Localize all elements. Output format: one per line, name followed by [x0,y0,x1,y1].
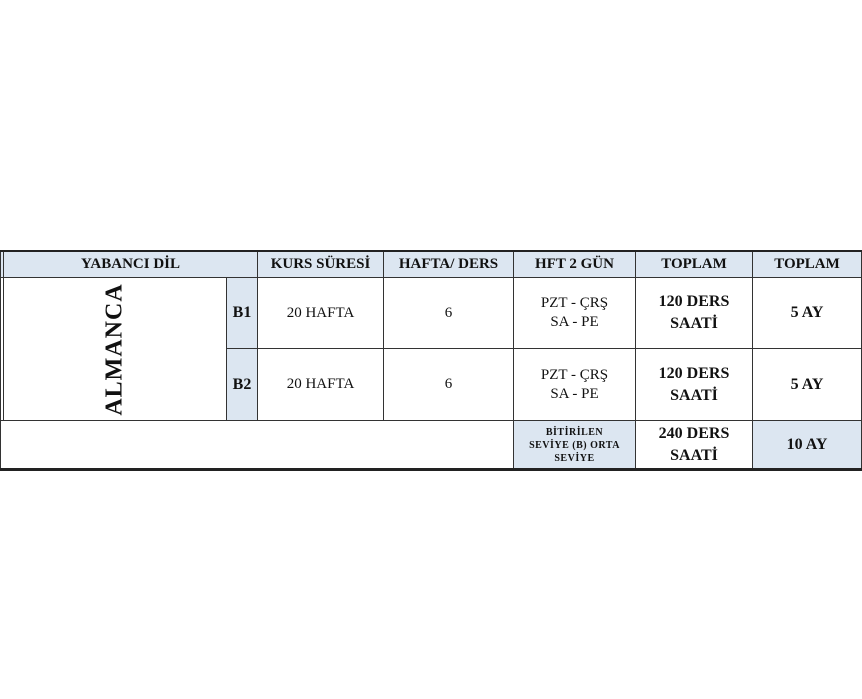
weekly-b2: 6 [383,348,514,421]
total-hours-line1: 240 DERS [658,425,730,442]
completed-line3: SEVİYE [554,452,595,464]
duration-b1: 20 HAFTA [257,277,384,349]
months-b2: 5 AY [752,348,862,421]
hours-line2: SAATİ [670,386,718,404]
total-hours: 240 DERS SAATİ [635,420,753,470]
days-line2: SA - PE [550,385,599,402]
days-b2: PZT - ÇRŞ SA - PE [513,348,636,421]
weekly-b1: 6 [383,277,514,349]
language-name: ALMANCA [101,282,128,416]
hours-line2: SAATİ [670,315,718,332]
header-language: YABANCI DİL [3,251,258,278]
hours-line1: 120 DERS [658,364,730,382]
completed-line1: BİTİRİLEN [545,426,604,438]
completed-line2: SEVİYE (B) ORTA [529,439,620,451]
months-b1: 5 AY [752,277,862,349]
level-b1: B1 [226,277,258,349]
hours-b2: 120 DERS SAATİ [635,348,753,421]
days-line2: SA - PE [550,314,599,330]
completed-level: BİTİRİLEN SEVİYE (B) ORTA SEVİYE [513,420,636,470]
days-line1: PZT - ÇRŞ [540,295,609,311]
header-total-months: TOPLAM [752,251,862,278]
footer-empty-cell [0,420,514,470]
header-weekly-lessons: HAFTA/ DERS [383,251,514,278]
language-cell: ALMANCA [3,277,227,421]
header-course-duration: KURS SÜRESİ [257,251,384,278]
duration-b2: 20 HAFTA [257,348,384,421]
header-total-hours: TOPLAM [635,251,753,278]
header-days: HFT 2 GÜN [513,251,636,278]
level-b2: B2 [226,348,258,421]
hours-line1: 120 DERS [658,293,730,310]
total-months: 10 AY [752,420,862,470]
total-hours-line2: SAATİ [670,447,718,464]
days-line1: PZT - ÇRŞ [540,366,609,383]
hours-b1: 120 DERS SAATİ [635,277,753,349]
days-b1: PZT - ÇRŞ SA - PE [513,277,636,349]
